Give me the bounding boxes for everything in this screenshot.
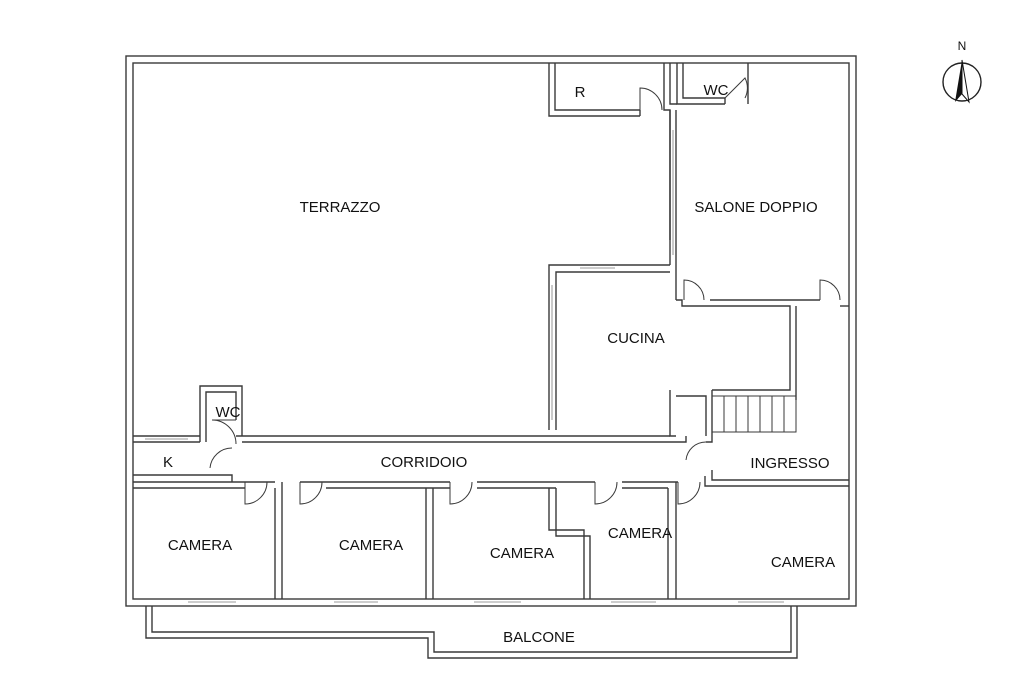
storage-r-walls [548, 63, 677, 240]
outer-walls [125, 55, 857, 607]
staircase [711, 395, 797, 433]
camera-label-5: CAMERA [771, 554, 835, 571]
salone-doppio-label: SALONE DOPPIO [694, 199, 817, 216]
camera-label-3: CAMERA [490, 545, 554, 562]
cucina-label: CUCINA [607, 330, 665, 347]
kitchen-walls [548, 264, 849, 437]
k-label: K [163, 454, 173, 471]
camera-label-1: CAMERA [168, 537, 232, 554]
ingresso-label: INGRESSO [750, 455, 829, 472]
terrazzo-label: TERRAZZO [300, 199, 381, 216]
camera-label-2: CAMERA [339, 537, 403, 554]
camera-label-4: CAMERA [608, 525, 672, 542]
balcony-outline [145, 606, 798, 659]
wc-top-walls [676, 63, 749, 105]
wc-top-label: WC [704, 82, 729, 99]
corridoio-label: CORRIDOIO [381, 454, 468, 471]
corridor-walls [133, 385, 849, 487]
north-label: N [958, 39, 967, 53]
north-arrow-icon: N [942, 39, 982, 104]
bedroom-walls [133, 481, 784, 603]
balcone-label: BALCONE [503, 629, 575, 646]
door-swings [209, 77, 841, 505]
wc-left-label: WC [216, 404, 241, 421]
storage-r-label: R [575, 84, 586, 101]
terrace-salone-partition [669, 110, 677, 300]
